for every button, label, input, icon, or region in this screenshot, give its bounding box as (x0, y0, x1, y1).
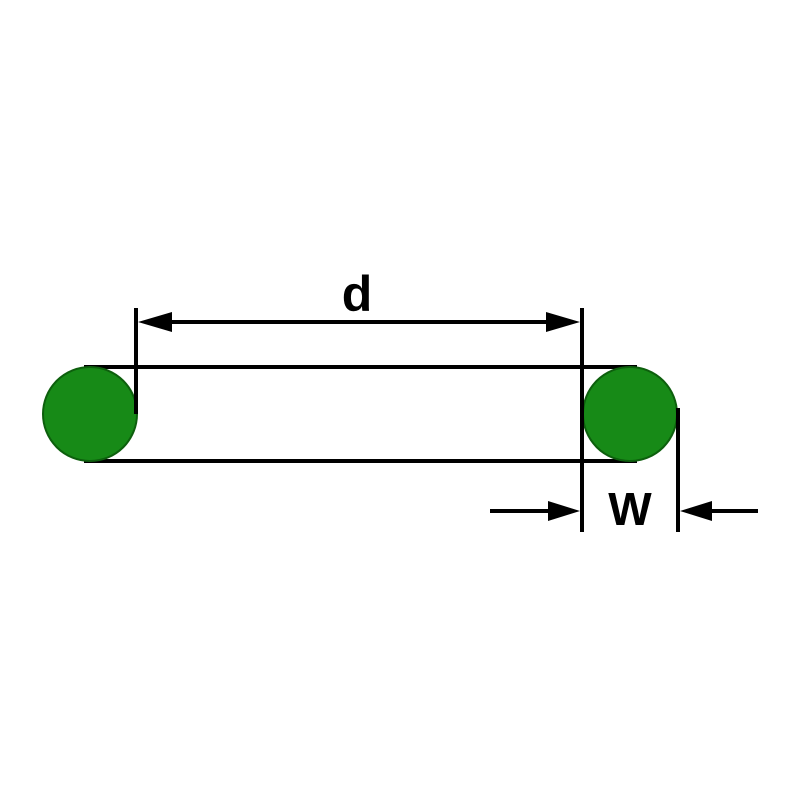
w-arrowhead-left-icon (548, 501, 580, 521)
w-label: W (608, 483, 652, 535)
right-cross-section-circle (582, 366, 678, 462)
d-arrowhead-left-icon (138, 312, 172, 332)
d-label: d (342, 266, 373, 322)
d-arrowhead-right-icon (546, 312, 580, 332)
left-cross-section-circle (42, 366, 138, 462)
w-arrowhead-right-icon (680, 501, 712, 521)
